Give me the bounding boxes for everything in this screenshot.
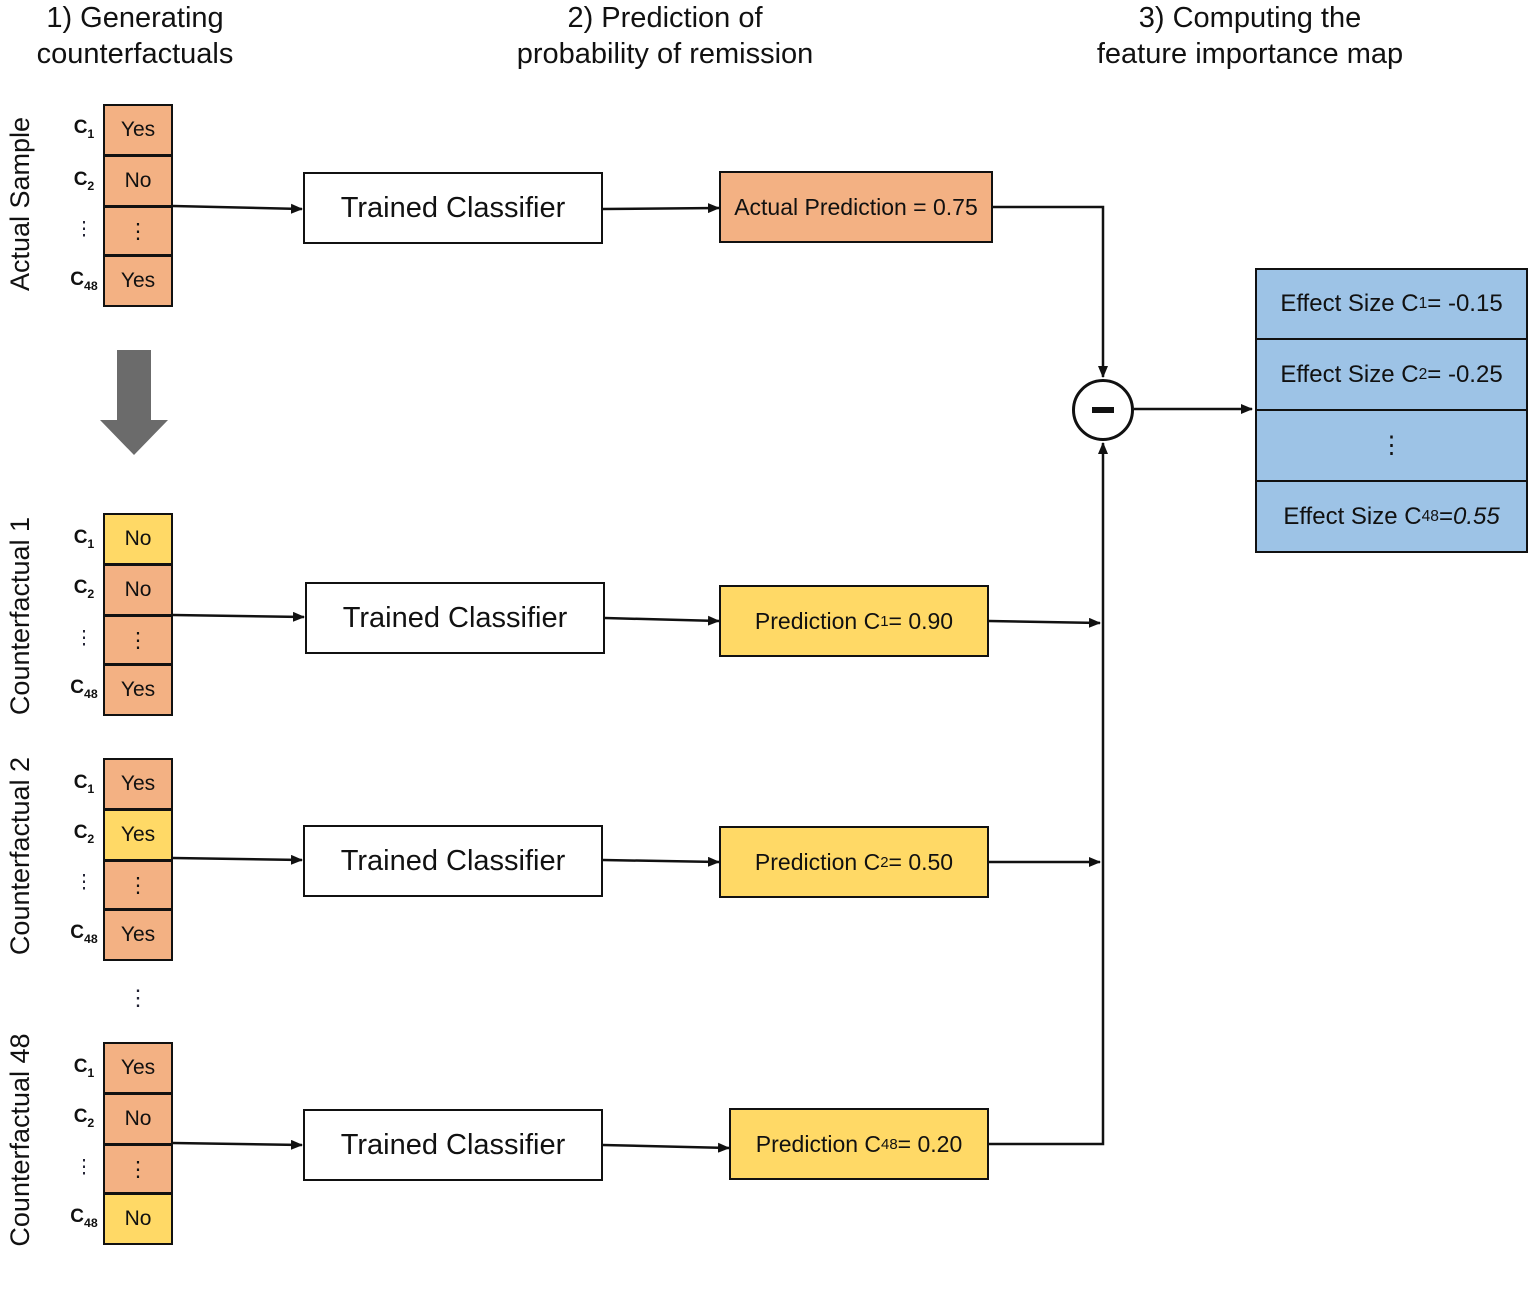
feature-label: C1: [73, 1056, 95, 1080]
feature-value-cell: Yes: [103, 255, 173, 307]
arrow-sample-to-classifier-2: [172, 854, 303, 865]
classifier-box: Trained Classifier: [303, 1109, 603, 1181]
arrow-sample-to-classifier-3: [172, 1139, 303, 1150]
feature-value-cell: Yes: [103, 1042, 173, 1094]
down-arrow-icon: [100, 350, 168, 455]
classifier-box: Trained Classifier: [303, 825, 603, 897]
feature-value-cell: No: [103, 513, 173, 565]
feature-value-cell: Yes: [103, 909, 173, 961]
feature-label-ellipsis: ⋮: [74, 219, 94, 240]
feature-label: C1: [73, 527, 95, 551]
feature-value-cell: No: [103, 1093, 173, 1145]
arrow-classifier-to-prediction-0: [602, 203, 720, 214]
feature-label: C48: [70, 269, 98, 293]
feature-value-cell: No: [103, 1193, 173, 1245]
classifier-box: Trained Classifier: [305, 582, 605, 654]
feature-label: C2: [73, 822, 95, 846]
feature-label-ellipsis: ⋮: [74, 872, 94, 893]
feature-value-cell: Yes: [103, 104, 173, 156]
feature-value-cell: Yes: [103, 664, 173, 716]
feature-value-cell: ⋮: [103, 860, 173, 910]
actual-prediction-box: Actual Prediction = 0.75: [719, 171, 993, 243]
feature-label: C48: [70, 677, 98, 701]
group-label-counterfactual-48: Counterfactual 48: [5, 1033, 35, 1247]
arrow-classifier-to-prediction-2: [602, 856, 720, 867]
group-label-counterfactual-2: Counterfactual 2: [5, 756, 35, 956]
feature-label: C48: [70, 1206, 98, 1230]
connector-lines: [100, 203, 1253, 1153]
feature-label: C1: [73, 772, 95, 796]
feature-label: C48: [70, 922, 98, 946]
header-step-1: 1) Generating counterfactuals: [36, 2, 234, 70]
classifier-box: Trained Classifier: [303, 172, 603, 244]
arrow-classifier-to-prediction-3: [602, 1142, 730, 1153]
feature-value-cell: ⋮: [103, 1144, 173, 1194]
feature-value-cell: Yes: [103, 758, 173, 810]
header-step-2: 2) Prediction of probability of remissio…: [516, 2, 814, 70]
feature-value-cell: No: [103, 155, 173, 207]
arrow-classifier-to-prediction-1: [604, 615, 720, 626]
minus-operator-icon: [1072, 379, 1134, 441]
feature-label: C1: [73, 117, 95, 141]
arrow-bus-to-minus: [989, 442, 1108, 1146]
header-step-3: 3) Computing the feature importance map: [1096, 2, 1404, 70]
feature-label-ellipsis: ⋮: [74, 1157, 94, 1178]
arrow-sample-to-classifier-1: [172, 611, 305, 622]
feature-label-ellipsis: ⋮: [74, 628, 94, 649]
arrow-actual-to-minus: [993, 205, 1108, 378]
feature-value-cell: No: [103, 564, 173, 616]
effect-size-ellipsis-row: ⋮: [1255, 409, 1528, 482]
feature-value-cell: Yes: [103, 809, 173, 861]
feature-label: C2: [73, 577, 95, 601]
group-label-actual-sample: Actual Sample: [5, 116, 35, 292]
feature-value-cell: ⋮: [103, 206, 173, 256]
feature-value-cell: ⋮: [103, 615, 173, 665]
arrow-sample-to-classifier-0: [172, 203, 303, 214]
arrow-prediction-1-to-bus: [988, 617, 1101, 628]
group-ellipsis: ⋮: [127, 985, 149, 1010]
feature-label: C2: [73, 169, 95, 193]
feature-label: C2: [73, 1106, 95, 1130]
